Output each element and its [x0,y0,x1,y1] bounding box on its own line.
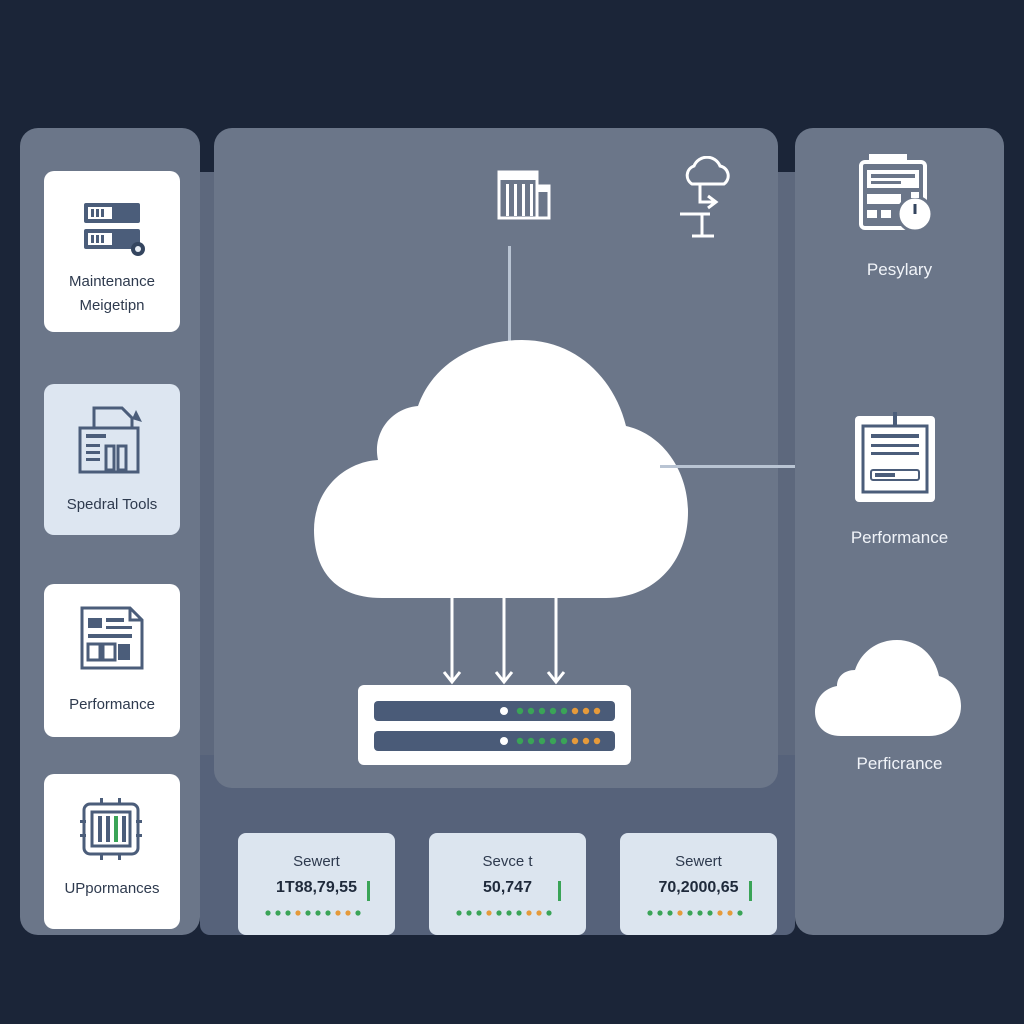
status-dots-icon [265,910,361,916]
status-dot [538,707,546,715]
status-dot [527,707,535,715]
card-label: UPpormances [64,880,160,897]
status-dot [325,910,331,916]
status-dot [536,910,542,916]
card-uppormances[interactable]: UPpormances [44,774,180,929]
metric-title: Sevce t [482,853,533,870]
tablet-display-icon [855,412,935,502]
status-dot [516,737,524,745]
metric-title: Sewert [675,853,722,870]
building-icon [497,170,551,220]
status-dot [582,737,590,745]
status-dot [355,910,361,916]
status-dot [593,737,601,745]
metric-card[interactable]: Sewert 1T88,79,55 [238,833,395,935]
status-dot [593,707,601,715]
metric-card[interactable]: Sewert 70,2000,65 [620,833,777,935]
status-dot [466,910,472,916]
status-dots-icon [647,910,743,916]
status-dot [697,910,703,916]
metric-value: 1T88,79,55 [276,879,357,896]
status-dot [456,910,462,916]
card-label: Performance [69,696,155,713]
status-dot [285,910,291,916]
metric-value: 50,747 [483,879,532,896]
right-item-label: Pesylary [866,260,933,279]
metric-status-bar [749,881,752,901]
monitor-gauge-icon [859,154,934,233]
cloud-network-icon [680,156,730,238]
document-builder-icon [78,406,142,474]
status-dot [496,910,502,916]
card-maintenance[interactable]: Maintenance Meigetipn [44,171,180,332]
right-panel: Pesylary Performance Perficrance [795,128,1004,935]
status-dot [560,737,568,745]
status-dot [500,737,508,745]
status-dot [707,910,713,916]
status-dot [677,910,683,916]
status-dot [549,707,557,715]
status-dot [335,910,341,916]
left-panel: Maintenance Meigetipn Spedral Tools Perf… [20,128,200,935]
status-dot [500,707,508,715]
status-dot [727,910,733,916]
status-dot [737,910,743,916]
metric-value: 70,2000,65 [658,879,739,896]
status-dot [275,910,281,916]
status-dot [305,910,311,916]
status-dot [538,737,546,745]
metric-status-bar [367,881,370,901]
status-dot [506,910,512,916]
status-dot [571,737,579,745]
connector-line [660,465,795,468]
server-rack[interactable] [358,685,631,765]
status-dot [667,910,673,916]
connector-line [508,246,511,342]
card-label: Spedral Tools [66,496,158,513]
metric-status-bar [558,881,561,901]
metric-title: Sewert [293,853,340,870]
status-dots-icon [456,910,552,916]
status-dot [647,910,653,916]
status-dot [345,910,351,916]
status-dot [265,910,271,916]
card-spedral-tools[interactable]: Spedral Tools [44,384,180,535]
status-dot [476,910,482,916]
cloud-icon [314,340,688,598]
status-dot [295,910,301,916]
status-dot [717,910,723,916]
status-dot [560,707,568,715]
status-dot [516,707,524,715]
status-dot [315,910,321,916]
card-label: Maintenance [69,273,155,290]
status-dot [546,910,552,916]
status-dot [582,707,590,715]
card-performance[interactable]: Performance [44,584,180,737]
status-dot [549,737,557,745]
right-item-label: Performance [850,528,949,547]
cloud-icon [815,640,961,736]
card-label: Meigetipn [79,297,145,314]
status-dot [527,737,535,745]
status-dot [486,910,492,916]
server-stack-icon [84,203,145,256]
arrow-down-icon [442,598,566,685]
right-item-label: Perficrance [856,754,943,773]
metric-card[interactable]: Sevce t 50,747 [429,833,586,935]
status-dot [516,910,522,916]
status-dot [687,910,693,916]
status-dot [571,707,579,715]
center-panel [214,128,778,788]
circuit-chip-icon [80,798,142,860]
status-dot [657,910,663,916]
report-document-icon [80,606,144,670]
server-rack-icon [374,701,615,751]
status-dot [526,910,532,916]
